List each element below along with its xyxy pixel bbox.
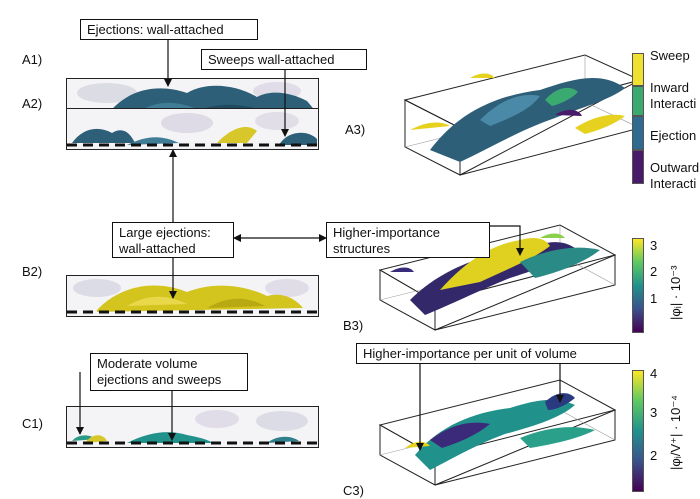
callout-line: wall-attached <box>119 241 196 256</box>
panel-label-b2: B2) <box>22 264 43 279</box>
panel-b2-channel-view <box>66 275 319 317</box>
colorbar-per-volume-tick-4: 4 <box>650 366 658 381</box>
panel-label-c1: C1) <box>22 416 43 431</box>
sweep-structure <box>207 298 265 308</box>
legend-label-inward-2: Interacti <box>650 96 697 111</box>
panel-label-b3: B3) <box>343 318 364 333</box>
callout-sweeps-wall-attached: Sweeps wall-attached <box>201 49 367 70</box>
colorbar-importance-tick-3: 3 <box>650 238 658 253</box>
sweep-structure <box>470 73 495 78</box>
colorbar-per-volume-gradient <box>632 370 644 492</box>
legend-swatch-ejection <box>632 116 644 150</box>
sweep-structure <box>410 122 450 130</box>
ghost-structure <box>195 410 239 428</box>
mid-importance-structure <box>540 233 565 238</box>
legend-label-inward: Inward <box>650 80 690 95</box>
callout-large-ejections: Large ejections: wall-attached <box>112 222 234 258</box>
panel-label-c3: C3) <box>343 483 364 498</box>
panel-c1-structures <box>67 407 318 447</box>
panel-c3-3d-view <box>378 379 617 486</box>
ghost-structure <box>161 113 213 133</box>
inward-structure <box>545 87 578 106</box>
legend-label-outward-2: Interacti <box>650 176 697 191</box>
legend-swatch-outward <box>632 150 644 184</box>
legend-label-ejection: Ejection <box>650 128 697 143</box>
ejection-structure <box>267 436 299 443</box>
outward-structure <box>555 109 582 116</box>
callout-higher-importance-per-volume: Higher-importance per unit of volume <box>356 343 630 364</box>
ghost-structure <box>255 112 299 130</box>
callout-line: structures <box>333 241 391 256</box>
callout-ejections-wall-attached: Ejections: wall-attached <box>80 19 258 40</box>
ejection-structure <box>72 128 135 143</box>
panel-b2-structures <box>67 276 318 316</box>
mid-importance-structure <box>520 247 600 278</box>
callout-line: Moderate volume <box>97 356 198 371</box>
low-importance-structure <box>545 393 575 410</box>
callout-higher-importance-structures: Higher-importance structures <box>326 222 490 258</box>
low-importance-structure <box>430 422 490 448</box>
colorbar-importance-gradient <box>632 238 644 333</box>
callout-line: ejections and sweeps <box>97 372 222 387</box>
panel-a3-3d-view <box>403 54 642 176</box>
ghost-structure <box>73 279 121 297</box>
ejection-structure <box>127 137 179 145</box>
ghost-structure <box>265 279 309 297</box>
sweep-structure <box>575 114 625 134</box>
colorbar-per-volume-tick-2: 2 <box>650 448 658 463</box>
colorbar-per-volume-tick-3: 3 <box>650 405 658 420</box>
ejection-structure <box>480 95 540 126</box>
callout-line: Higher-importance <box>333 225 440 240</box>
legend-swatch-inward <box>632 86 644 116</box>
panel-label-a3: A3) <box>345 122 366 137</box>
mid-importance-structure <box>520 427 595 448</box>
panel-label-a2: A2) <box>22 96 43 111</box>
ghost-structure <box>256 411 308 431</box>
ejection-structure <box>72 435 97 441</box>
legend-label-sweep: Sweep <box>650 48 690 63</box>
panel-c1-channel-view <box>66 406 319 448</box>
ejection-structure <box>430 78 625 162</box>
panel-a2-channel-view <box>66 108 319 150</box>
high-importance-structure <box>405 441 430 448</box>
mid-importance-structure <box>415 399 575 470</box>
panel-a2-structures <box>67 109 318 149</box>
colorbar-importance-tick-1: 1 <box>650 291 658 306</box>
colorbar-per-volume-label: |φᵢ/V⁺| · 10⁻⁴ <box>668 395 683 470</box>
arrow-higher-importance <box>490 225 524 256</box>
colorbar-importance-tick-2: 2 <box>650 264 658 279</box>
ghost-structure <box>77 83 137 103</box>
callout-moderate-volume: Moderate volume ejections and sweeps <box>90 353 248 391</box>
sweep-structure <box>127 296 187 306</box>
ejection-structure <box>279 132 317 145</box>
callout-line: Large ejections: <box>119 225 211 240</box>
sweep-structure <box>217 127 257 143</box>
sweep-structure <box>85 435 107 443</box>
legend-label-outward: Outward <box>650 160 700 175</box>
legend-swatch-sweep <box>632 53 644 86</box>
low-importance-structure <box>390 267 414 272</box>
panel-label-a1: A1) <box>22 52 43 67</box>
colorbar-importance-label: |φᵢ| · 10⁻³ <box>668 265 683 320</box>
